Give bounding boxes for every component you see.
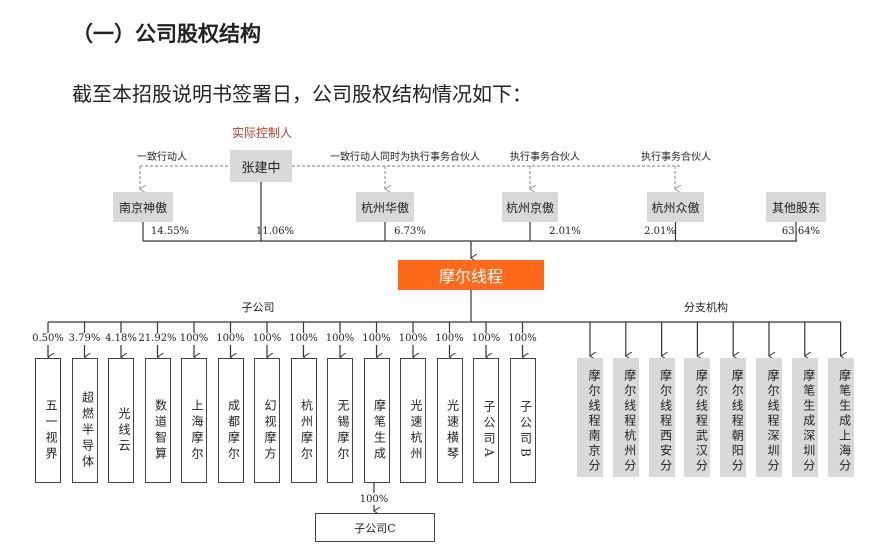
subsidiary-box: 子公司A	[473, 358, 499, 483]
shareholder-stake: 2.01%	[644, 226, 676, 237]
subsidiary-box: 五一视界	[35, 358, 61, 483]
subsidiary-stake: 100%	[362, 333, 391, 344]
subsidiary-box: 成都摩尔	[217, 358, 244, 483]
company-box: 摩尔线程	[398, 260, 544, 290]
subsidiary-box: 光速横琴	[436, 358, 463, 483]
controller-box: 张建中	[230, 150, 292, 182]
subsidiary-stake: 0.50%	[32, 333, 64, 344]
subsidiary-stake: 100%	[435, 333, 464, 344]
subsidiary-stake: 100%	[471, 333, 501, 344]
subsidiary-stake: 100%	[179, 333, 209, 344]
subsidiaries-label: 子公司	[241, 301, 275, 314]
subsidiary-box: 光线云	[108, 358, 134, 483]
shareholder-box: 南京神傲	[113, 192, 173, 222]
subsidiary-stake: 21.92%	[138, 333, 177, 344]
sub-sub-box: 子公司C	[315, 513, 435, 542]
subsidiary-box: 摩笔生成	[363, 358, 390, 483]
subsidiary-stake: 100%	[508, 333, 537, 344]
shareholder-box: 杭州京傲	[502, 192, 558, 222]
branches-label: 分支机构	[684, 301, 728, 314]
subsidiary-stake: 100%	[325, 333, 355, 344]
subsidiary-stake: 100%	[289, 333, 318, 344]
subsidiary-box: 数道智算	[144, 358, 171, 483]
shareholder-stake: 63.64%	[781, 226, 821, 237]
subsidiary-stake: 3.79%	[68, 333, 101, 344]
section-heading: （一）公司股权结构	[72, 22, 261, 46]
relation-label: 一致行动人	[137, 152, 187, 163]
relation-label: 执行事务合伙人	[510, 152, 580, 163]
intro-paragraph: 截至本招股说明书签署日，公司股权结构情况如下：	[72, 82, 532, 106]
branch-box: 摩尔线程武汉分	[684, 358, 711, 477]
shareholder-stake: 2.01%	[549, 226, 581, 237]
subsidiary-stake: 100%	[398, 333, 428, 344]
shareholder-stake: 6.73%	[394, 226, 426, 237]
relation-label: 一致行动人同时为执行事务合伙人	[330, 152, 480, 163]
subsidiary-box: 杭州摩尔	[290, 358, 317, 483]
subsidiary-box: 超燃半导体	[71, 358, 98, 483]
subsidiary-box: 无锡摩尔	[327, 358, 353, 483]
controller-label: 实际控制人	[231, 126, 293, 140]
controller-stake: 11.06%	[255, 226, 295, 237]
branch-box: 摩尔线程朝阳分	[720, 358, 747, 477]
subsidiary-box: 上海摩尔	[181, 358, 207, 483]
relation-label: 执行事务合伙人	[641, 152, 711, 163]
subsidiary-box: 幻视摩方	[254, 358, 280, 483]
shareholder-box: 杭州华傲	[356, 192, 414, 222]
branch-box: 摩尔线程杭州分	[612, 358, 639, 477]
subsidiary-stake: 100%	[252, 333, 282, 344]
shareholder-stake: 14.55%	[150, 226, 190, 237]
shareholder-box: 杭州众傲	[647, 192, 704, 222]
branch-box: 摩尔线程南京分	[577, 358, 603, 477]
subsidiary-box: 光速杭州	[400, 358, 426, 483]
branch-box: 摩尔线程西安分	[648, 358, 675, 477]
branch-box: 摩尔线程深圳分	[756, 358, 782, 477]
branch-box: 摩笔生成上海分	[827, 358, 854, 477]
subsidiary-stake: 4.18%	[105, 333, 137, 344]
subsidiary-box: 子公司B	[509, 358, 536, 483]
subsidiary-stake: 100%	[216, 333, 245, 344]
shareholder-box: 其他股东	[766, 192, 826, 222]
sub-sub-stake: 100%	[359, 494, 389, 505]
branch-box: 摩笔生成深圳分	[791, 358, 818, 477]
